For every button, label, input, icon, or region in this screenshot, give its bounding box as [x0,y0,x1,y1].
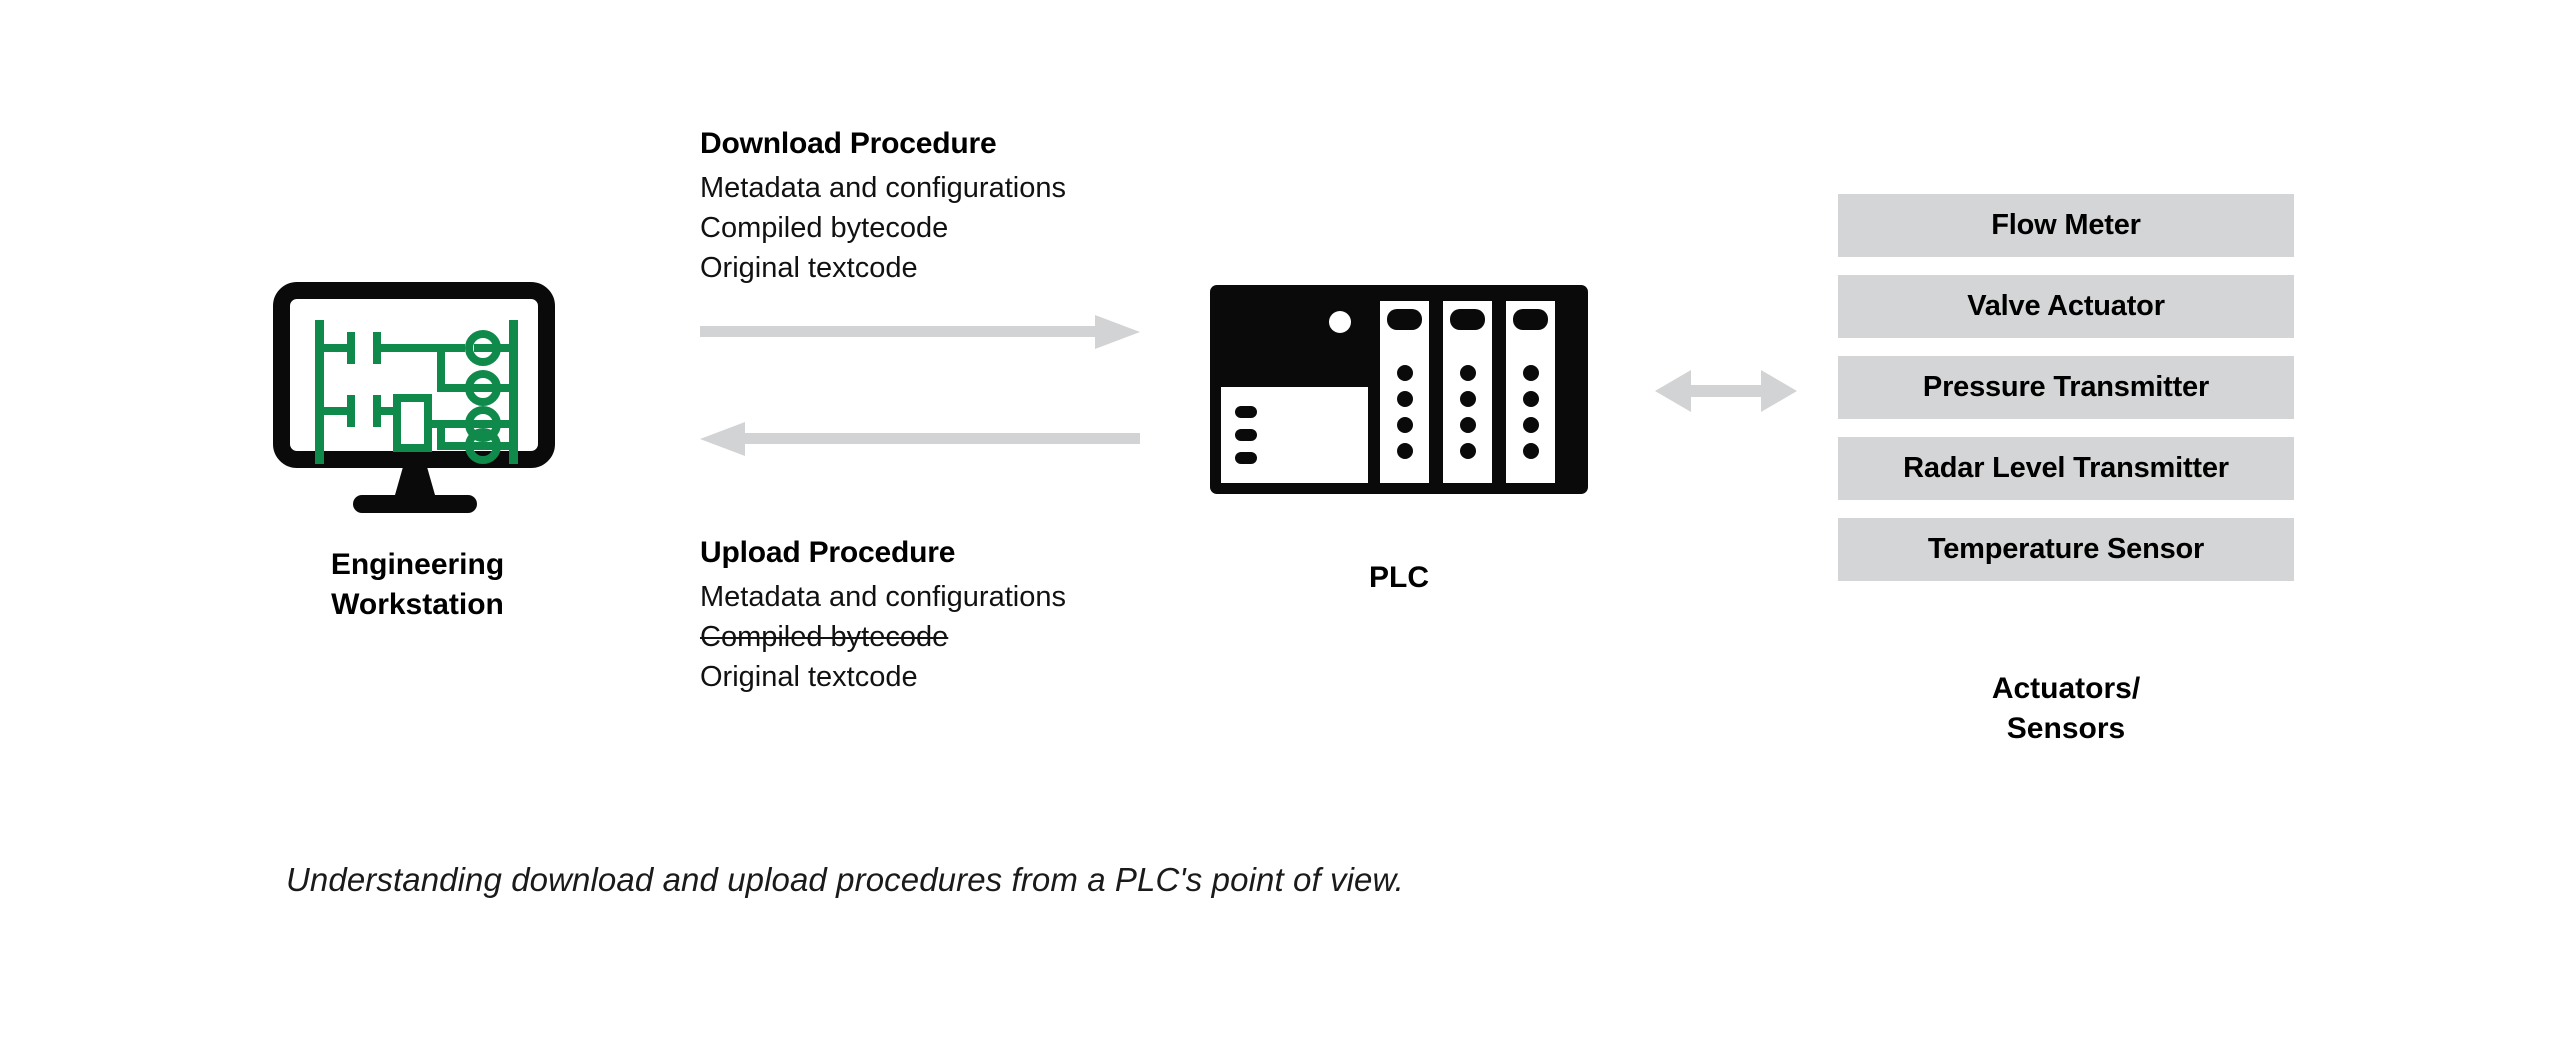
figure-caption: Understanding download and upload proced… [286,861,1404,898]
plc-module-dot [1397,365,1413,381]
plc-devices-bidirectional-arrow-icon [1655,370,1797,412]
plc-io-module [1443,301,1492,483]
download-line-3: Original textcode [700,251,918,284]
plc-module-dot [1523,443,1539,459]
actuators-sensors-list: Flow Meter Valve Actuator Pressure Trans… [1838,194,2294,599]
engineering-workstation-label: Engineering Workstation [265,545,570,625]
plc-module-dot [1460,391,1476,407]
plc-module-header [1387,309,1422,330]
plc-device-icon [1210,285,1588,494]
plc-terminal [1235,429,1257,441]
plc-module-dot [1523,365,1539,381]
plc-io-module [1506,301,1555,483]
workstation-label-line1: Engineering [330,548,505,581]
plc-module-dot [1460,365,1476,381]
plc-module-header [1513,309,1548,330]
device-box-temperature-sensor[interactable]: Temperature Sensor [1838,518,2294,581]
plc-module-dot [1397,417,1413,433]
download-line-1: Metadata and configurations [700,171,1066,204]
plc-module-dot [1523,391,1539,407]
device-box-radar-level-transmitter[interactable]: Radar Level Transmitter [1838,437,2294,500]
engineering-workstation-icon [265,282,570,513]
workstation-label-line2: Workstation [331,587,504,621]
plc-terminal-panel [1221,387,1368,483]
download-procedure-title: Download Procedure [700,127,997,160]
upload-line-3: Original textcode [700,660,918,693]
plc-module-dot [1460,417,1476,433]
plc-cpu-top-panel [1221,296,1368,387]
upload-arrow-left-icon [700,422,1140,456]
plc-module-header [1450,309,1485,330]
devices-label-line1: Actuators/ [1991,672,2141,705]
plc-module-dot [1397,443,1413,459]
upload-line-2-struck: Compiled bytecode [700,620,949,653]
monitor-frame [273,282,555,468]
ladder-logic-icon [315,320,518,464]
plc-io-module [1380,301,1429,483]
devices-label-line2: Sensors [2006,711,2126,745]
download-procedure-block: Download Procedure Metadata and configur… [700,126,1260,288]
plc-module-dot [1523,417,1539,433]
upload-line-1: Metadata and configurations [700,580,1066,613]
device-box-pressure-transmitter[interactable]: Pressure Transmitter [1838,356,2294,419]
plc-status-led-icon [1329,311,1351,333]
device-box-valve-actuator[interactable]: Valve Actuator [1838,275,2294,338]
actuators-sensors-label: Actuators/ Sensors [1838,669,2294,749]
device-box-flow-meter[interactable]: Flow Meter [1838,194,2294,257]
monitor-stand-base [353,495,477,513]
plc-module-dot [1397,391,1413,407]
upload-procedure-title: Upload Procedure [700,536,956,569]
plc-terminal [1235,406,1257,418]
plc-terminal [1235,452,1257,464]
download-arrow-right-icon [700,315,1140,349]
plc-label: PLC [1369,561,1429,594]
download-line-2: Compiled bytecode [700,211,949,244]
plc-module-dot [1460,443,1476,459]
upload-procedure-block: Upload Procedure Metadata and configurat… [700,535,1260,697]
